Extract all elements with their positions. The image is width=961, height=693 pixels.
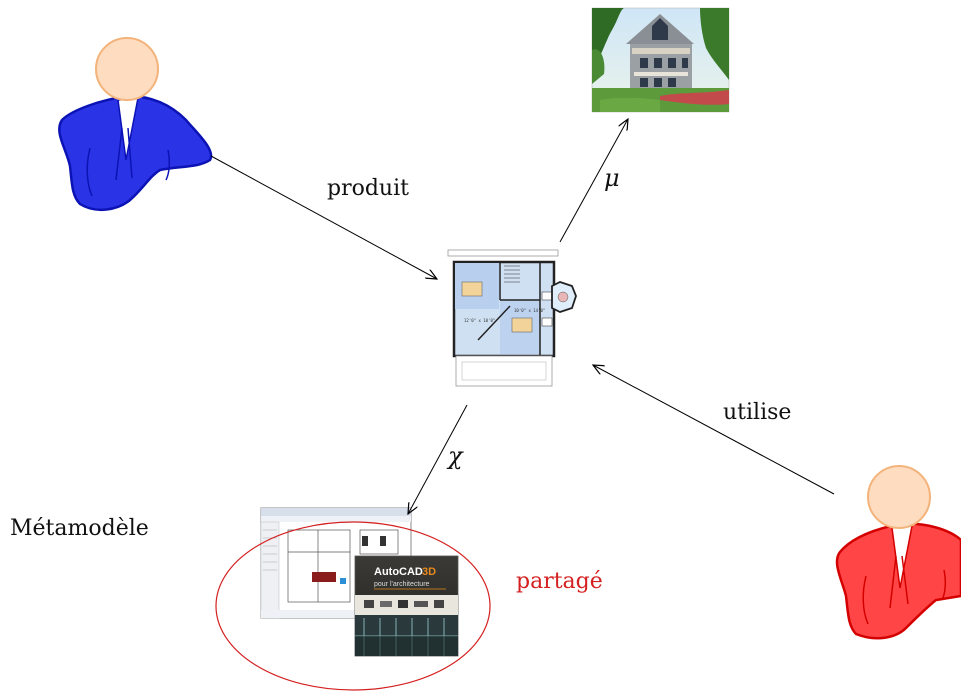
book-title: AutoCAD bbox=[374, 566, 423, 578]
label-produit: produit bbox=[327, 176, 409, 201]
label-chi: χ bbox=[448, 442, 463, 470]
house-photo bbox=[591, 7, 730, 113]
autocad-book-cover: AutoCAD 3D pour l'architecture bbox=[354, 555, 459, 657]
designer-head bbox=[95, 37, 159, 101]
label-shared: partagé bbox=[516, 569, 603, 594]
arrow-produit bbox=[210, 155, 437, 279]
user-head bbox=[867, 465, 931, 529]
svg-text:12'0" x 10'0": 12'0" x 10'0" bbox=[464, 318, 495, 323]
shared-metamodel-ellipse bbox=[215, 521, 491, 691]
floor-plan-image: 12'0" x 10'0" 10'0" x 14'0" bbox=[447, 249, 577, 398]
book-title-suffix: 3D bbox=[422, 566, 436, 578]
designer-body bbox=[58, 94, 213, 212]
book-subtitle: pour l'architecture bbox=[374, 581, 430, 588]
arrow-utilise bbox=[593, 365, 835, 495]
label-utilise: utilise bbox=[723, 400, 792, 425]
designer-person-icon bbox=[58, 37, 213, 212]
user-person-icon bbox=[835, 465, 961, 640]
svg-text:10'0" x 14'0": 10'0" x 14'0" bbox=[514, 308, 545, 313]
arrow-mu bbox=[559, 119, 628, 243]
arrow-chi bbox=[408, 404, 468, 514]
label-mu: μ bbox=[604, 164, 620, 192]
label-metamodel: Métamodèle bbox=[10, 516, 149, 541]
